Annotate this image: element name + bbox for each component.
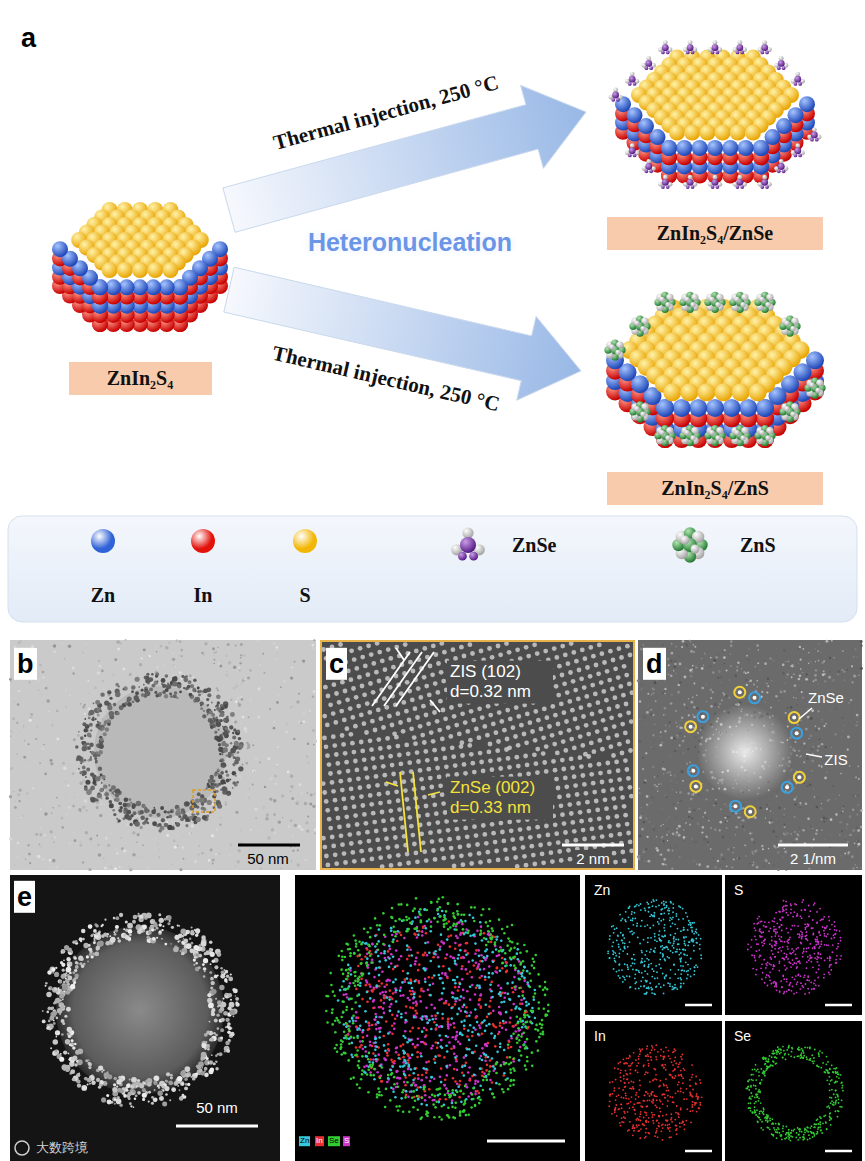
figure: ZnIn₂S₄ZnIn₂S₄/ZnSeZnIn₂S₄/ZnS Thermal i…: [0, 0, 865, 1161]
